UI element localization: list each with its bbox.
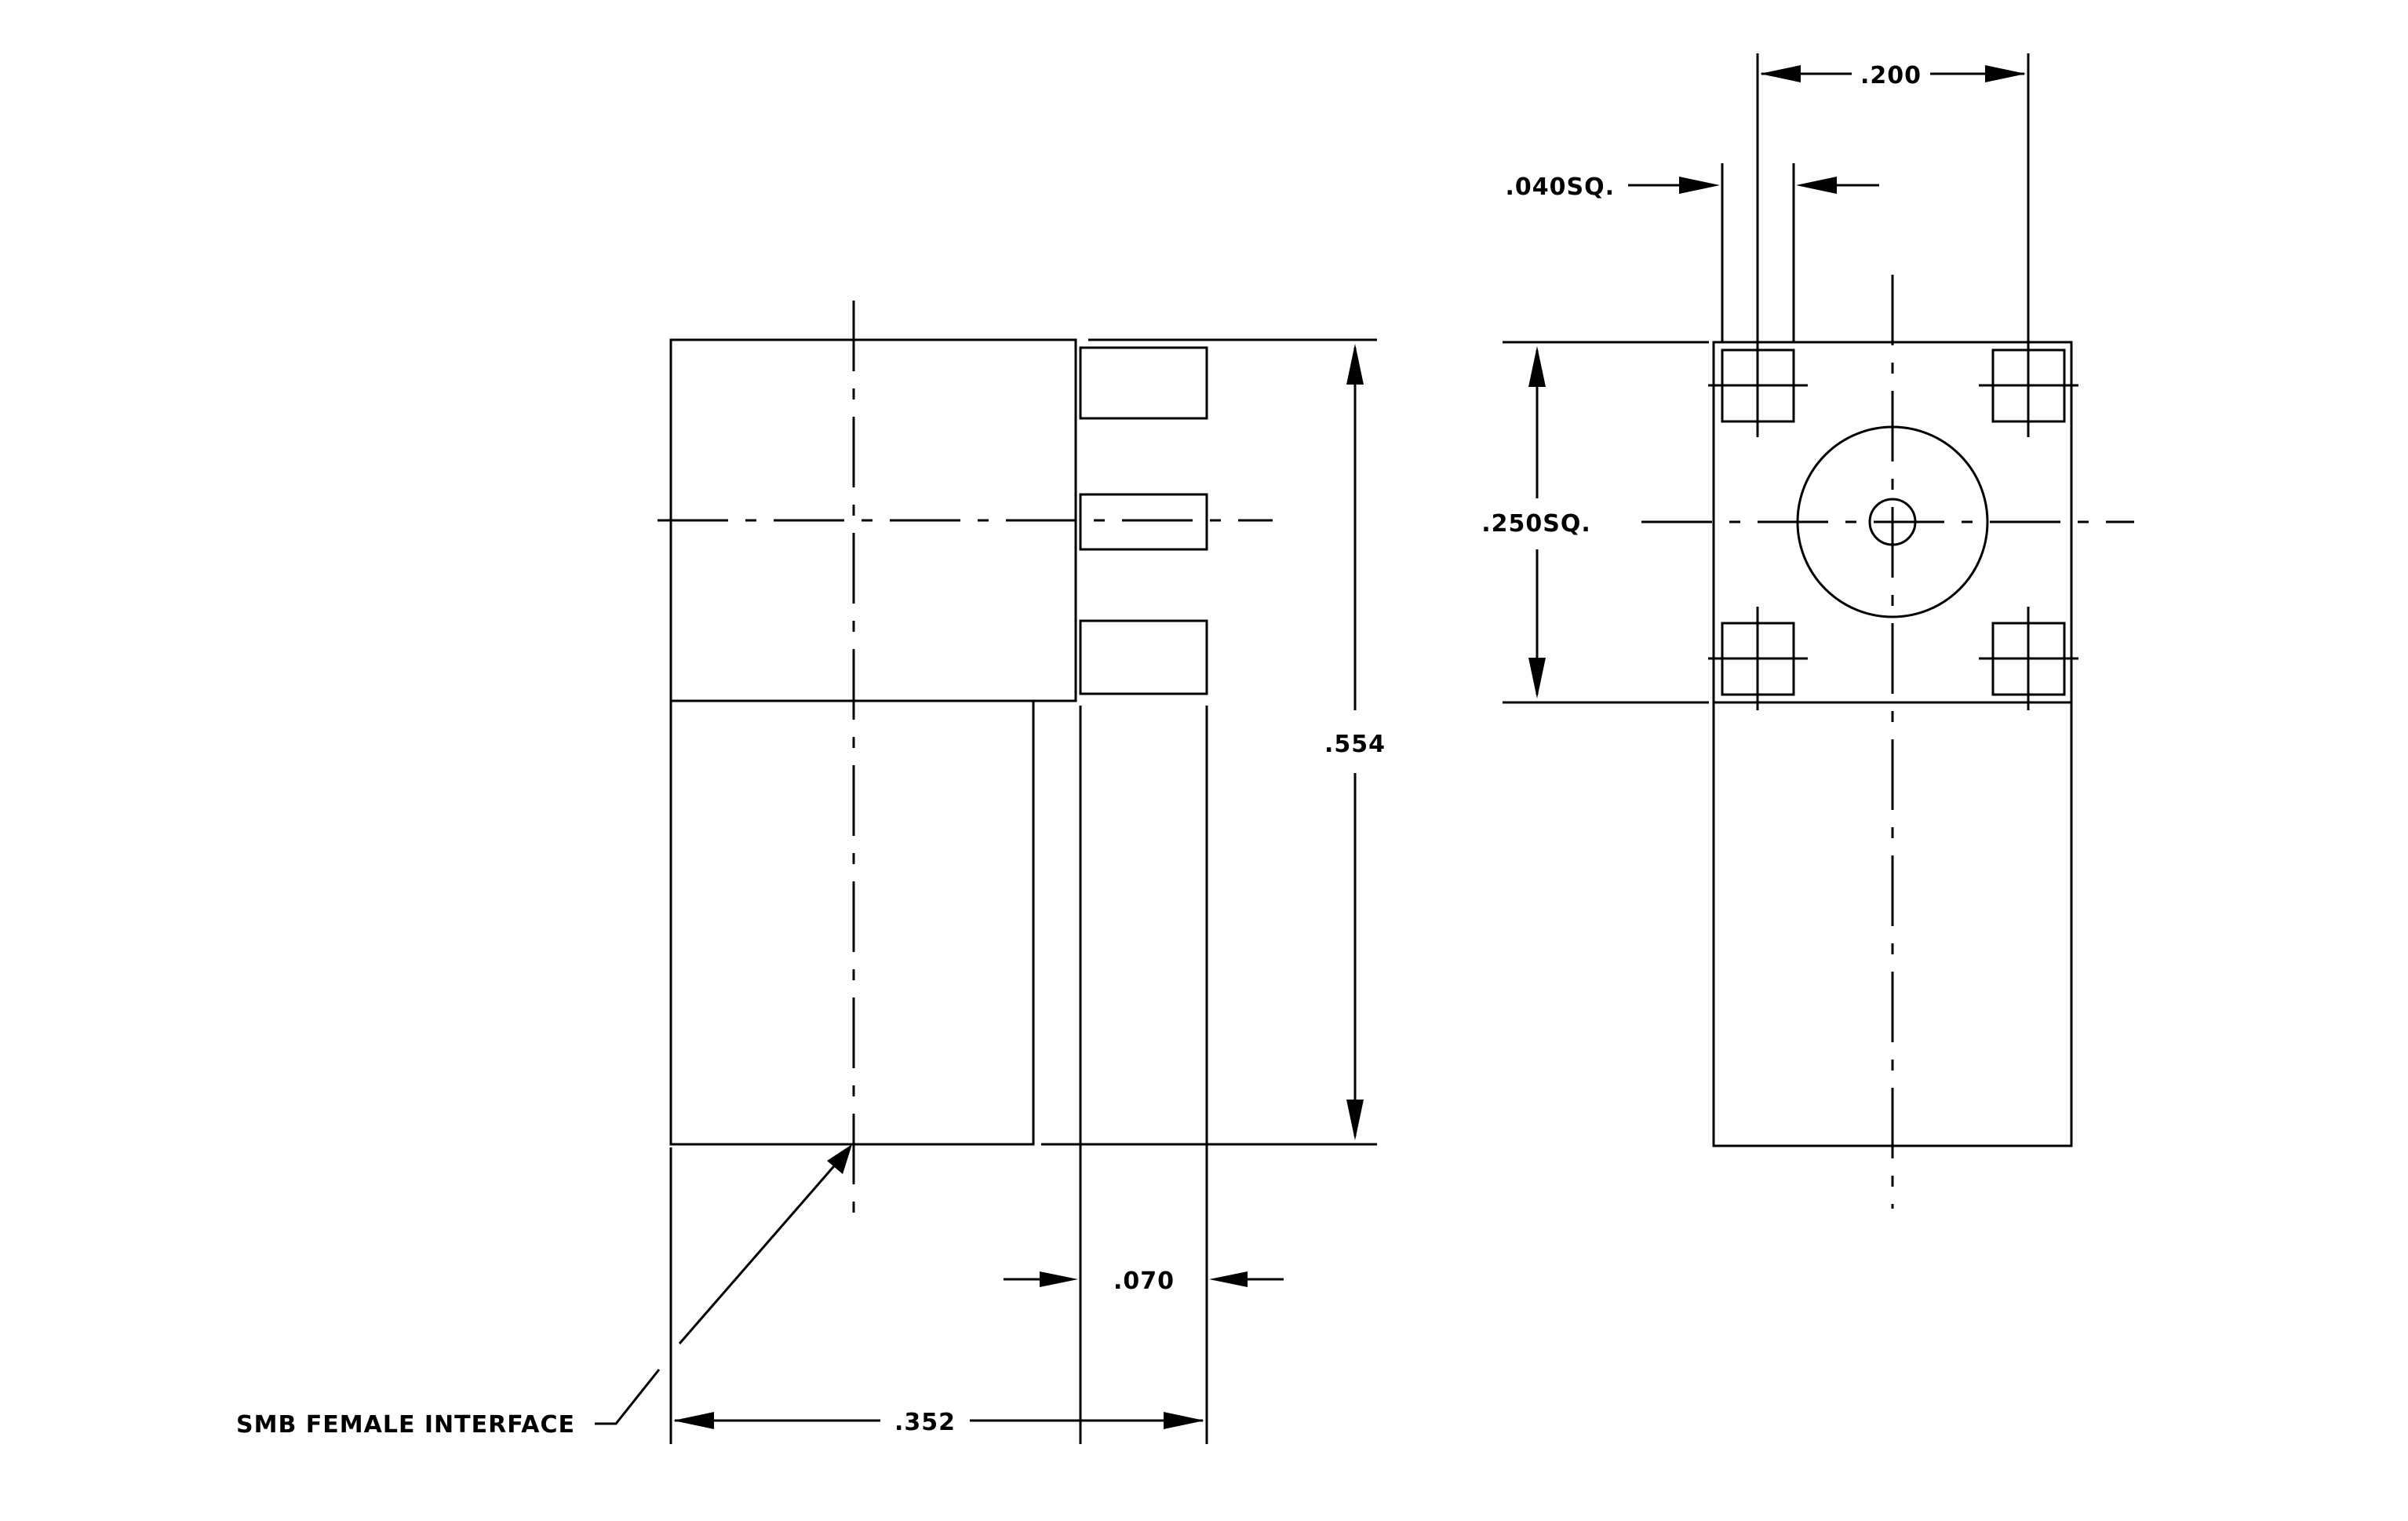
interface-leader-arrowhead [827,1144,852,1174]
flange-arrow-bottom [1528,658,1546,698]
width-dimension: .352 [669,1147,1204,1444]
interface-callout-label: SMB FEMALE INTERFACE [236,1411,575,1439]
pin-spacing-arrow-left [1760,65,1801,82]
pin-length-arrow-left [1040,1271,1078,1287]
flange-arrow-top [1528,346,1546,387]
pin-spacing-arrow-right [1985,65,2026,82]
pin-upper [1079,346,1208,420]
width-dimension-label: .352 [894,1409,956,1436]
pin-lower [1079,619,1208,695]
pin-length-arrow-right [1209,1271,1248,1287]
pin-length-dimension: .070 [1004,1268,1284,1295]
width-arrow-right [1164,1412,1204,1429]
pin-middle [1079,493,1208,551]
flange-square-dimension: .250SQ. [1481,341,1709,704]
height-arrow-top [1346,344,1364,385]
height-arrow-bottom [1346,1100,1364,1140]
width-arrow-left [673,1412,714,1429]
height-dimension-label: .554 [1324,731,1386,758]
pin-spacing-label: .200 [1860,62,1922,89]
pin-length-label: .070 [1113,1268,1175,1295]
pin-spacing-dimension: .200 [1756,53,2030,345]
side-view-lower-body [669,701,1035,1146]
interface-leader-arrow-line [678,1161,840,1344]
front-view [1641,275,2134,1209]
interface-leader-line [595,1369,661,1425]
side-view [658,301,1273,1444]
pin-square-arrow-right [1796,177,1837,194]
interface-callout: SMB FEMALE INTERFACE [236,1144,852,1439]
pin-square-dimension: .040SQ. [1505,163,1879,342]
pin-square-arrow-left [1679,177,1720,194]
pin-square-label: .040SQ. [1505,173,1615,201]
flange-square-label: .250SQ. [1481,510,1591,538]
height-dimension: .554 [1041,338,1386,1146]
